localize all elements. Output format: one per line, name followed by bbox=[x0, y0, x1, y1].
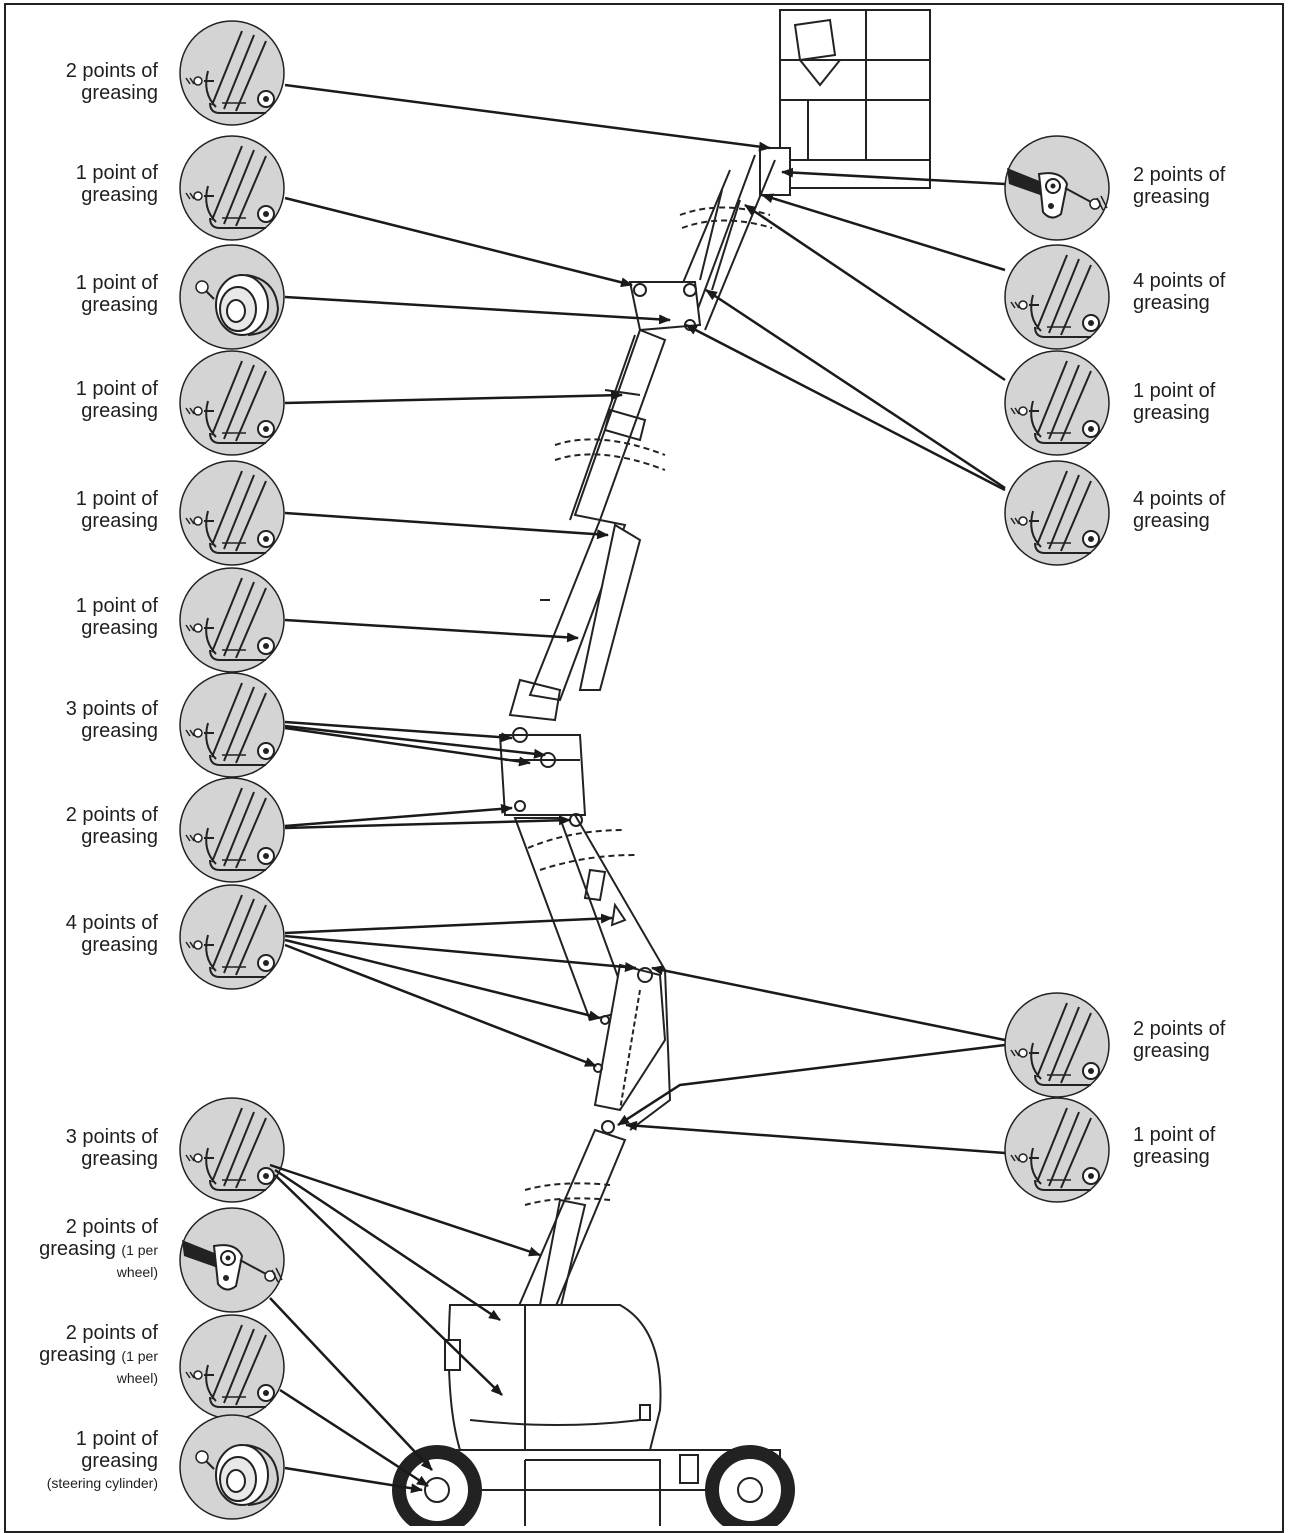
grease-pin-icon bbox=[179, 1097, 285, 1203]
grease-pin-icon bbox=[179, 567, 285, 673]
grease-pin-icon bbox=[179, 20, 285, 126]
grease-pin-icon bbox=[179, 460, 285, 566]
grease-pin-icon bbox=[1004, 992, 1110, 1098]
grease-lever-icon bbox=[179, 1207, 285, 1313]
grease-bearing-icon bbox=[179, 244, 285, 350]
chassis-body bbox=[447, 1304, 662, 1451]
grease-pin-icon bbox=[1004, 1097, 1110, 1203]
grease-pin-icon bbox=[1004, 350, 1110, 456]
leader-arrows bbox=[269, 83, 1006, 1494]
grease-pin-icon bbox=[179, 135, 285, 241]
machine-drawing bbox=[392, 9, 931, 1526]
grease-pin-icon bbox=[179, 884, 285, 990]
callout-label: 2 points of greasing (1 per wheel) bbox=[39, 1322, 158, 1386]
callout-label: 1 point of greasing (steering cylinder) bbox=[46, 1428, 158, 1491]
platform-basket bbox=[779, 9, 931, 161]
grease-bearing-icon bbox=[179, 1414, 285, 1520]
callout-icons bbox=[179, 20, 1110, 1520]
grease-pin-icon bbox=[1004, 460, 1110, 566]
grease-pin-icon bbox=[1004, 244, 1110, 350]
grease-pin-icon bbox=[179, 672, 285, 778]
grease-pin-icon bbox=[179, 777, 285, 883]
grease-pin-icon bbox=[179, 1314, 285, 1420]
grease-pin-icon bbox=[179, 350, 285, 456]
callout-label: 2 points of greasing (1 per wheel) bbox=[39, 1216, 158, 1280]
grease-lever-icon bbox=[1004, 135, 1110, 241]
